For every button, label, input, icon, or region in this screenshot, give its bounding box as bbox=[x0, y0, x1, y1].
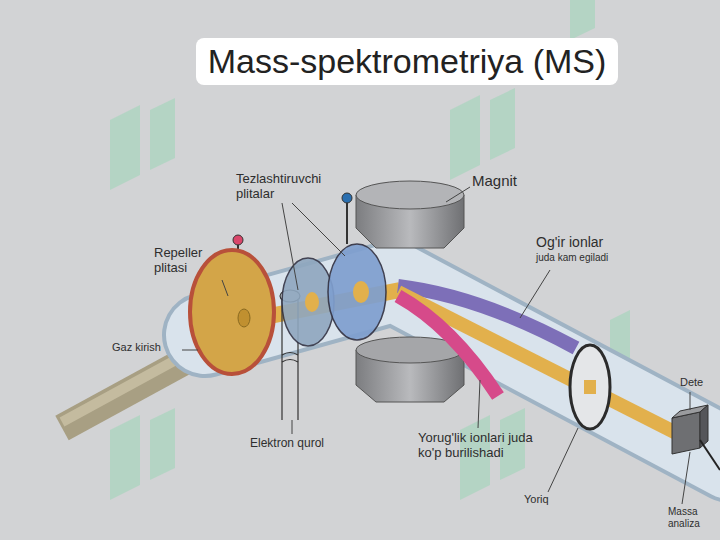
leader-lines bbox=[520, 270, 550, 318]
part-label: Massa analiza bbox=[668, 506, 716, 529]
part-label: Dete bbox=[680, 376, 703, 389]
leader-lines bbox=[682, 452, 690, 504]
accelerating-plates bbox=[342, 193, 352, 203]
repeller-plate bbox=[190, 250, 274, 374]
part-label: Elektron qurol bbox=[250, 437, 324, 451]
repeller-plate bbox=[233, 235, 243, 245]
electron-gun bbox=[281, 300, 282, 420]
top-magnet bbox=[356, 181, 464, 209]
leader-lines bbox=[548, 428, 578, 492]
electron-gun bbox=[282, 353, 298, 363]
part-label: Yoriq bbox=[524, 493, 549, 506]
repeller-plate bbox=[190, 235, 274, 374]
watermark bbox=[110, 408, 175, 500]
leader-lines bbox=[282, 203, 298, 290]
slit bbox=[584, 380, 596, 394]
part-label: Gaz kirish bbox=[112, 341, 161, 354]
leader-lines bbox=[182, 187, 690, 504]
ion-beams bbox=[398, 292, 690, 440]
detector bbox=[672, 405, 720, 470]
part-label: juda kam egiladi bbox=[536, 252, 608, 264]
part-label: Og'ir ionlar bbox=[536, 234, 603, 250]
leader-lines bbox=[292, 420, 293, 434]
leader-lines bbox=[446, 187, 470, 202]
leader-lines bbox=[478, 380, 480, 428]
part-label: Tezlashtiruvchi plitalar bbox=[236, 172, 346, 202]
part-label: Magnit bbox=[472, 172, 517, 189]
ion-beams bbox=[250, 286, 690, 440]
leader-lines bbox=[182, 350, 198, 351]
accelerating-plates bbox=[346, 202, 348, 244]
slit bbox=[570, 345, 610, 429]
accelerating-plates bbox=[328, 244, 386, 340]
part-label: Yorug'lik ionlari juda ko'p burilishadi bbox=[418, 431, 556, 461]
accelerating-plates bbox=[282, 258, 334, 346]
ion-beams bbox=[398, 296, 498, 396]
part-label: Repeller plitasi bbox=[154, 246, 234, 276]
watermark bbox=[450, 88, 515, 180]
detector bbox=[700, 440, 720, 470]
bottom-magnet bbox=[356, 337, 464, 402]
leader-lines bbox=[292, 203, 345, 256]
detector bbox=[672, 412, 700, 454]
repeller-plate bbox=[238, 309, 250, 327]
leader-lines bbox=[222, 280, 228, 296]
top-magnet bbox=[356, 181, 464, 248]
slit bbox=[570, 345, 610, 429]
title: Mass-spektrometriya (MS) bbox=[196, 38, 619, 85]
accelerating-plates bbox=[305, 292, 319, 312]
watermark bbox=[110, 0, 630, 500]
accelerating-plates bbox=[353, 281, 369, 303]
leader-lines bbox=[690, 392, 691, 410]
watermark bbox=[110, 98, 175, 190]
